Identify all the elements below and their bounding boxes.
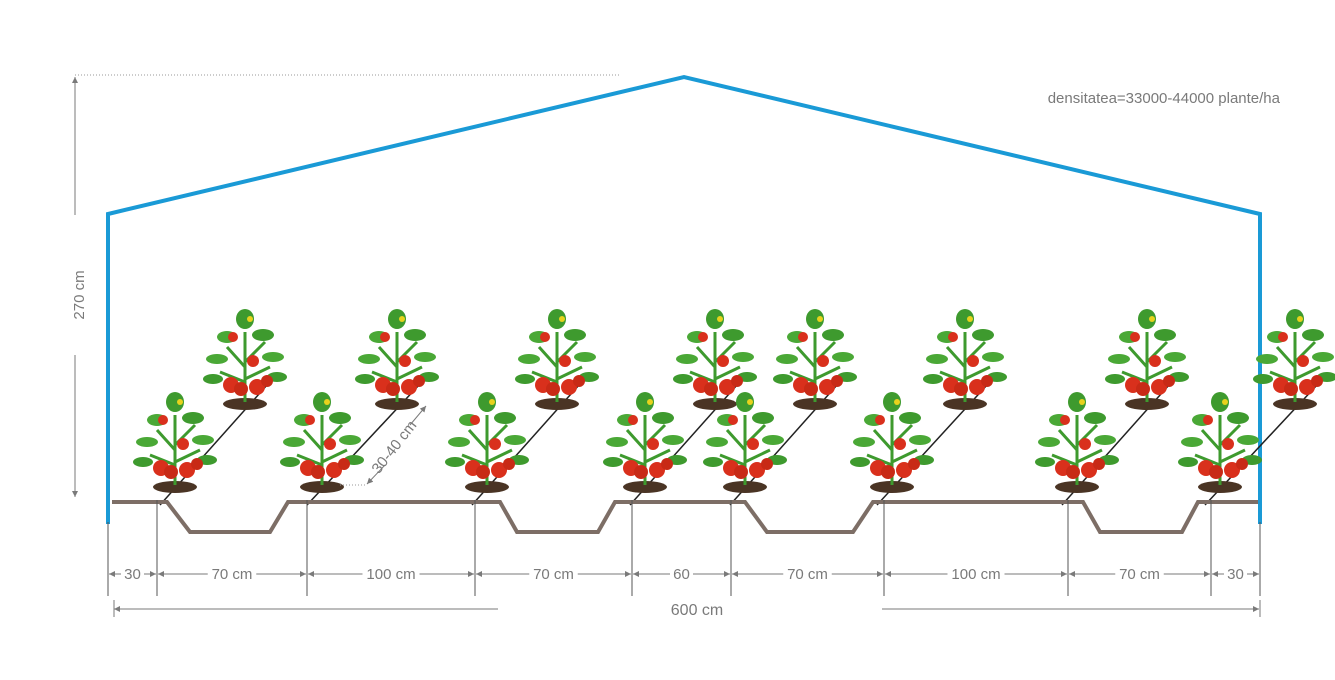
dimension-label-bg [362, 564, 420, 584]
height-label: 270 cm [71, 270, 88, 319]
dimension-row: 30 70 cm 100 cm 70 cm 60 70 cm 100 cm 70 cm 30 [107, 500, 1261, 596]
tomato-plant-front [1033, 390, 1121, 495]
tomato-plant-front [278, 390, 366, 495]
tomato-plant-back [921, 307, 1009, 412]
tomato-plant-back [353, 307, 441, 412]
dimension-label: 60 [673, 566, 690, 583]
dimension-label: 100 cm [951, 566, 1000, 583]
tomato-plant-back [1251, 307, 1335, 412]
tomato-plant-back [201, 307, 289, 412]
dimension-label-bg [529, 564, 578, 584]
tomato-plant-back [513, 307, 601, 412]
tomato-plant-front [601, 390, 689, 495]
density-note: densitatea=33000-44000 plante/ha [1048, 90, 1281, 107]
row-spacing-dimension [366, 464, 386, 485]
dimension-label: 30 [1227, 566, 1244, 583]
plants-layer [131, 307, 1335, 506]
total-width-label: 600 cm [671, 602, 723, 619]
dimension-label-bg [783, 564, 832, 584]
greenhouse-outline [106, 74, 1262, 524]
dimension-label: 70 cm [533, 566, 574, 583]
dimension-label: 70 cm [787, 566, 828, 583]
dimension-label: 70 cm [1119, 566, 1160, 583]
dimension-label-bg [1115, 564, 1164, 584]
dimension-label-bg [670, 564, 693, 584]
tomato-plant-front [443, 390, 531, 495]
dimension-label-bg [1224, 564, 1247, 584]
dimension-label: 30 [124, 566, 141, 583]
dimension-label: 100 cm [366, 566, 415, 583]
row-spacing-dimension-upper [409, 405, 427, 426]
row-spacing-label: 30-40 cm [369, 417, 421, 477]
tomato-plant-front [1176, 390, 1264, 495]
tomato-plant-front [848, 390, 936, 495]
dimension-label-bg [947, 564, 1005, 584]
dimension-label-bg [121, 564, 144, 584]
dimension-label: 70 cm [212, 566, 253, 583]
tomato-plant-back [771, 307, 859, 412]
dimension-label-bg [207, 564, 257, 584]
tomato-plant-front [131, 390, 219, 495]
tomato-plant-back [1103, 307, 1191, 412]
ground-profile [112, 500, 1258, 534]
